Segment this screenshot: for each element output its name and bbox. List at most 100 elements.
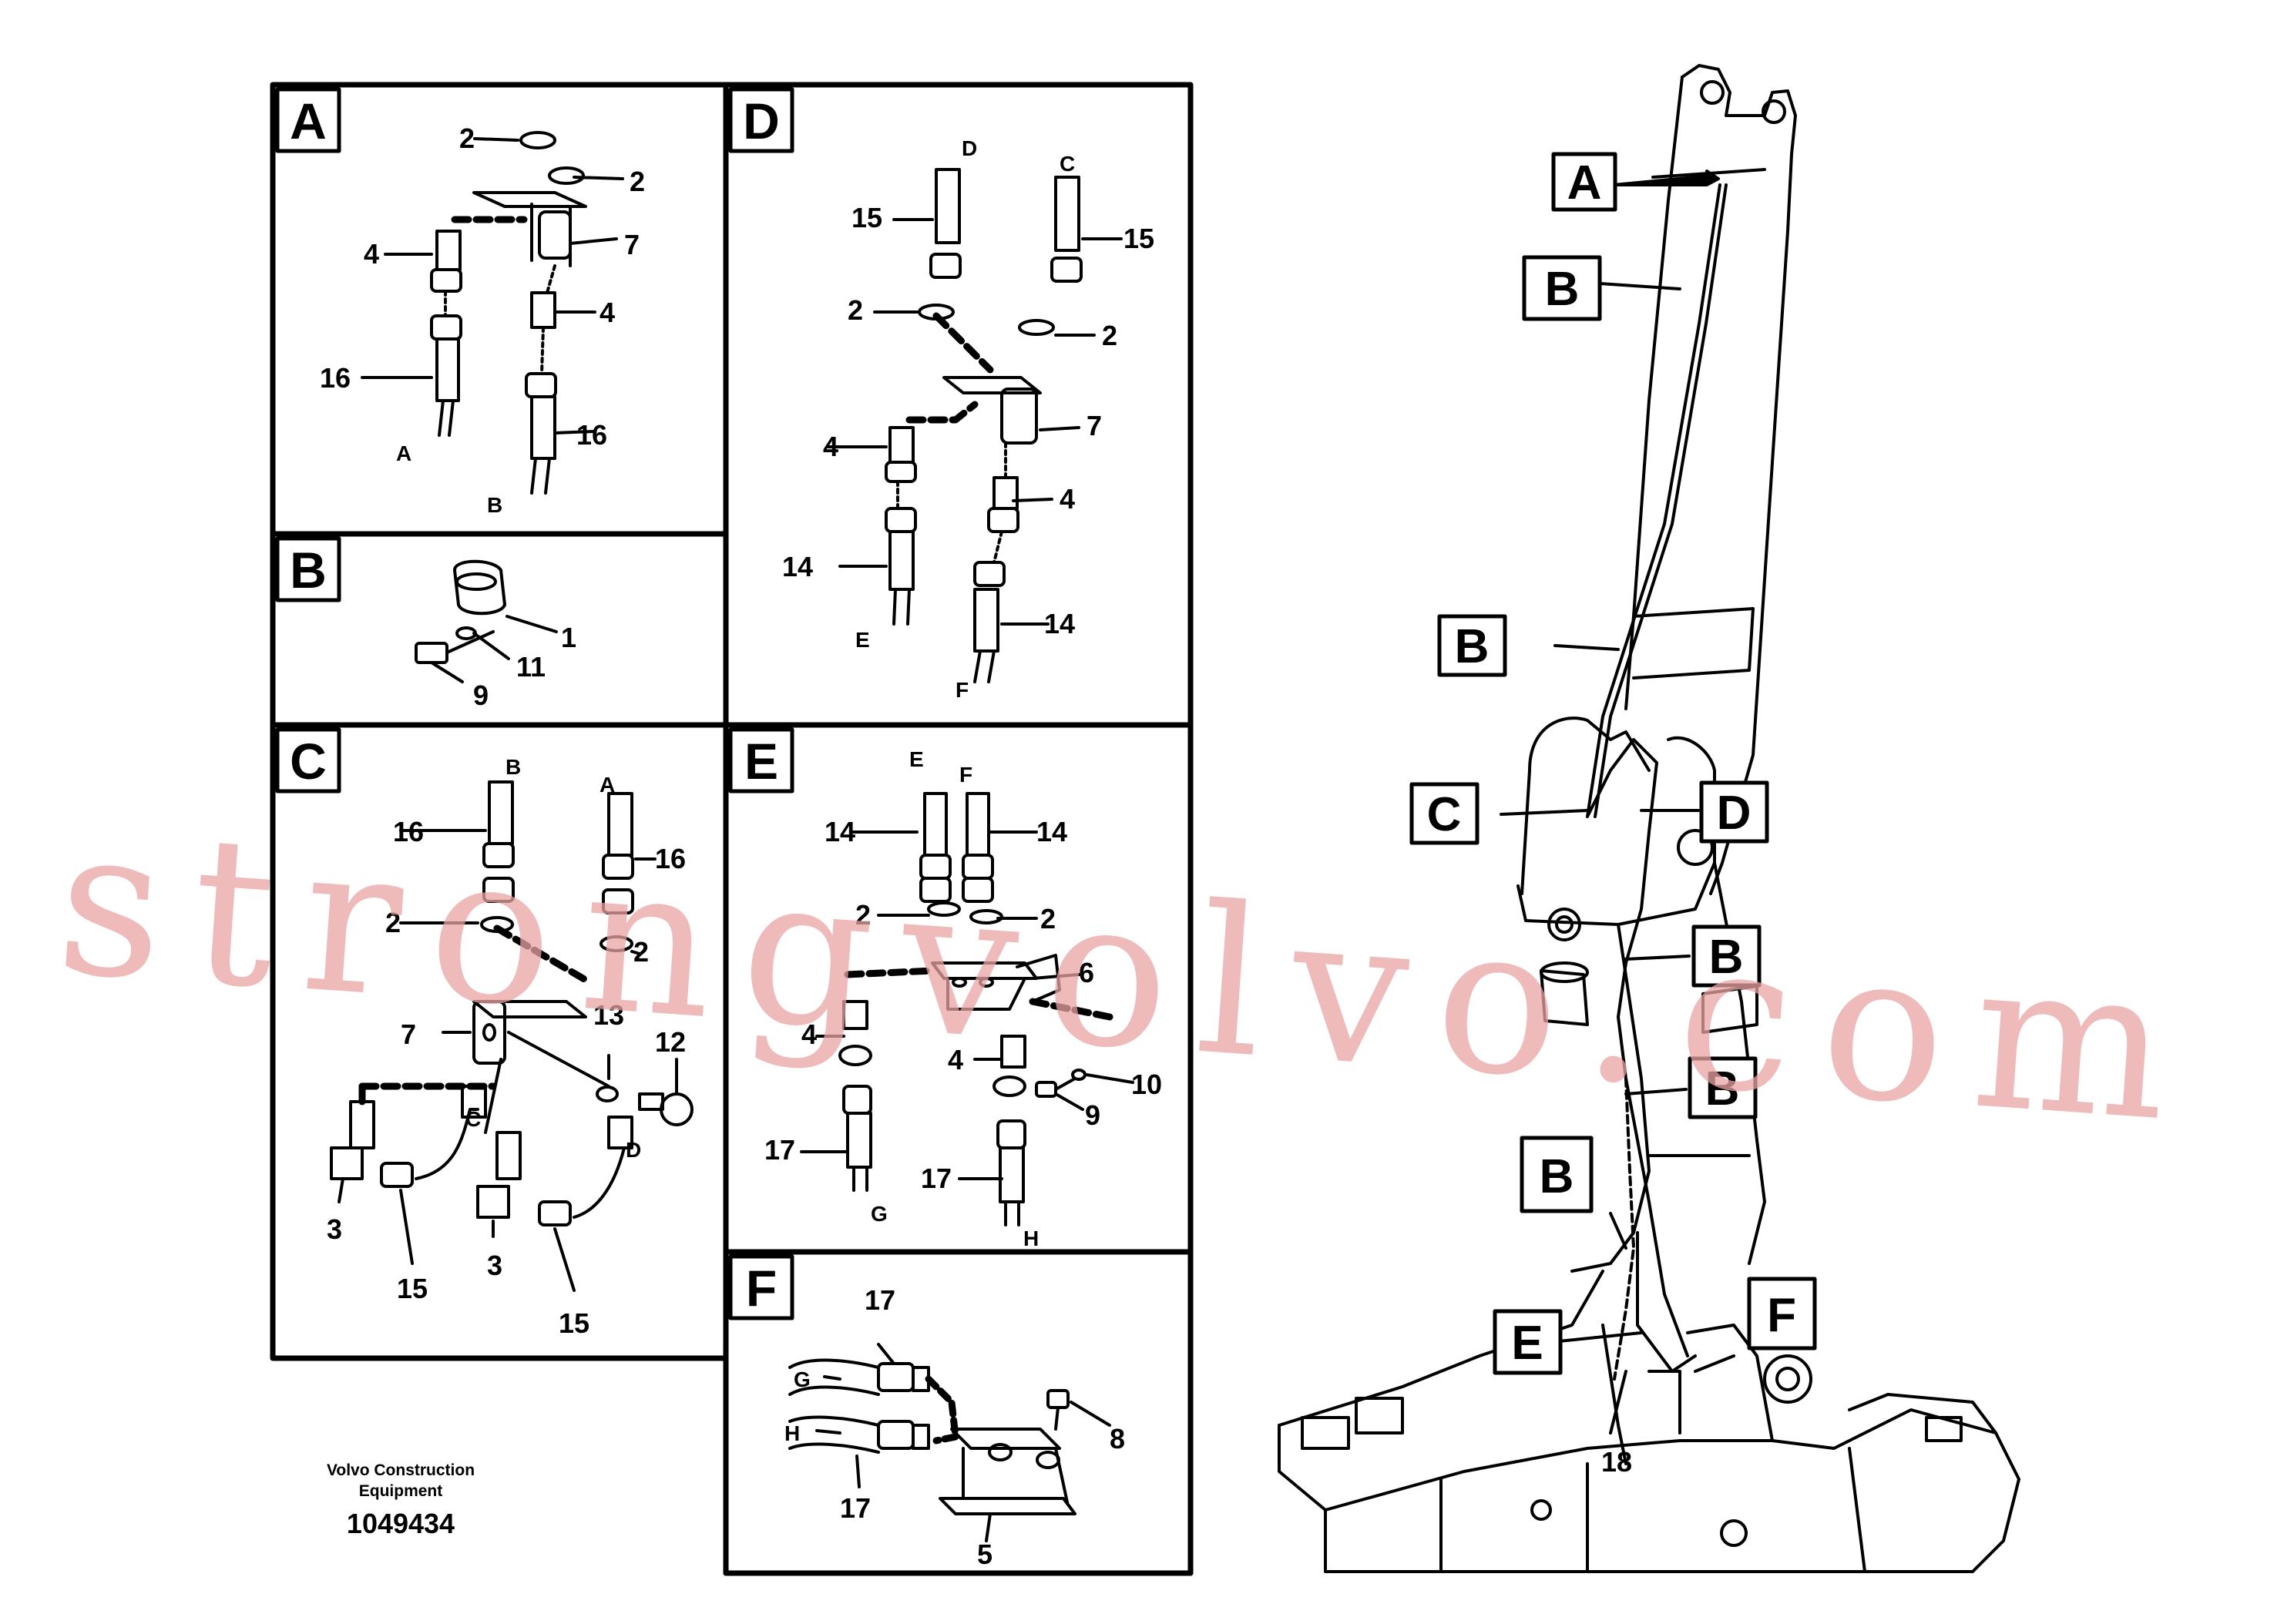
part-number-label: 7 (401, 1018, 416, 1050)
part-number-label: 2 (630, 166, 645, 197)
part-number-label: 15 (851, 202, 882, 233)
panel-e-drawing (800, 792, 1134, 1226)
part-number-label: 8 (1110, 1423, 1125, 1455)
hose-end-label: B (487, 493, 502, 517)
callout-letter: E (1511, 1317, 1543, 1370)
part-number-label: 2 (459, 122, 475, 154)
hose-end-label: C (465, 1107, 481, 1131)
part-number-label: 5 (977, 1538, 992, 1570)
part-number-label: 11 (516, 651, 546, 683)
part-number-label: 12 (655, 1026, 686, 1058)
hose-end-label: B (505, 755, 521, 779)
panel-c-letter: C (290, 733, 327, 790)
part-number-label: 3 (327, 1213, 342, 1245)
panel-f-labels: 17 G H 8 17 5 (784, 1284, 1125, 1570)
panel-d-labels: D C 15 15 2 2 7 4 4 14 14 E F (782, 136, 1154, 702)
part-number-label: 18 (1601, 1446, 1632, 1478)
panel-c-drawing (330, 780, 694, 1292)
panel-f-letter: F (746, 1260, 777, 1317)
part-number-label: 17 (865, 1284, 895, 1316)
hose-end-label: H (784, 1421, 800, 1445)
panel-b-letter: B (290, 542, 327, 599)
part-number-label: 13 (593, 999, 624, 1031)
part-number-label: 16 (393, 816, 424, 847)
callout-letter: F (1767, 1289, 1796, 1342)
part-number-label: 2 (385, 907, 401, 938)
panel-letter-boxes (275, 87, 794, 1320)
part-number-label: 2 (1102, 320, 1117, 351)
part-number-label: 16 (320, 362, 351, 394)
part-number-label: 17 (764, 1134, 795, 1166)
panel-d-drawing (827, 168, 1123, 683)
part-number-label: 14 (1036, 816, 1067, 847)
hose-run (1586, 183, 1728, 1381)
part-number-label: 2 (848, 294, 863, 326)
hose-end-label: F (956, 678, 969, 702)
hose-end-label: H (1023, 1226, 1039, 1250)
machine-callout-leaders (1500, 169, 1735, 1434)
callout-letter: B (1455, 620, 1490, 673)
panel-b-drawing (415, 559, 558, 683)
hose-end-label: A (396, 441, 411, 465)
hose-end-label: G (871, 1202, 888, 1226)
hose-end-label: D (962, 136, 977, 160)
drawing-number: 1049434 (347, 1508, 455, 1539)
company-name-line2: Equipment (359, 1482, 443, 1500)
panel-e-labels: E F 14 14 2 2 6 4 4 10 9 17 17 G H (764, 747, 1162, 1250)
part-number-label: 7 (1087, 410, 1102, 441)
part-number-label: 4 (600, 297, 615, 328)
part-number-label: 14 (825, 816, 855, 847)
part-number-label: 1 (561, 622, 576, 653)
part-number-label: 6 (1079, 957, 1094, 988)
part-number-label: 14 (782, 551, 813, 582)
callout-letter: B (1540, 1150, 1574, 1203)
callout-letter: B (1709, 931, 1744, 984)
part-number-label: 2 (633, 936, 649, 968)
part-number-label: 2 (1040, 903, 1056, 934)
part-number-label: 4 (823, 431, 838, 462)
panel-f-drawing (788, 1343, 1111, 1542)
part-number-label: 15 (559, 1307, 589, 1339)
part-number-label: 16 (576, 419, 607, 451)
callout-letter: B (1705, 1062, 1740, 1116)
machine-callout-boxes (1409, 152, 1817, 1375)
part-number-label: 16 (655, 843, 686, 874)
callout-letter: C (1427, 788, 1462, 841)
hose-end-label: C (1060, 152, 1075, 176)
part-number-label: 4 (948, 1044, 963, 1075)
machine-callout-letters: A B B C D B B B E F (1427, 156, 1796, 1370)
hose-end-label: A (600, 773, 615, 797)
part-number-label: 3 (487, 1250, 502, 1281)
hose-end-label: E (909, 747, 924, 771)
part-number-label: 2 (855, 899, 871, 931)
part-number-label: 7 (624, 229, 640, 260)
part-number-label: 17 (921, 1163, 952, 1194)
part-number-label: 9 (1085, 1099, 1100, 1131)
panel-a-labels: 2 2 4 7 4 16 16 A B (320, 122, 645, 517)
panel-d-letter: D (743, 92, 780, 149)
panel-frames (270, 82, 1194, 1576)
callout-letter: B (1545, 263, 1580, 316)
panel-a-drawing (361, 131, 624, 495)
part-number-label: 15 (1123, 223, 1154, 254)
callout-letter: A (1567, 156, 1602, 210)
part-number-label: 10 (1131, 1069, 1162, 1100)
panel-e-letter: E (744, 733, 778, 790)
part-number-label: 4 (364, 238, 379, 270)
panel-b-labels: 1 11 9 (473, 622, 576, 711)
part-number-label: 15 (397, 1273, 428, 1304)
part-number-label: 4 (801, 1018, 817, 1050)
panel-a-letter: A (290, 92, 327, 149)
hose-end-label: E (855, 628, 870, 652)
hose-end-label: F (959, 763, 972, 787)
callout-letter: D (1717, 787, 1752, 840)
part-number-label: 4 (1060, 483, 1075, 515)
part-number-label: 9 (473, 679, 489, 711)
part-number-label: 17 (840, 1492, 871, 1524)
hose-end-label: D (626, 1138, 641, 1162)
hose-end-label: G (794, 1367, 811, 1391)
part-number-label: 14 (1044, 608, 1075, 639)
panel-c-labels: B A 16 16 2 2 7 13 12 C D 3 15 3 15 (327, 755, 686, 1339)
